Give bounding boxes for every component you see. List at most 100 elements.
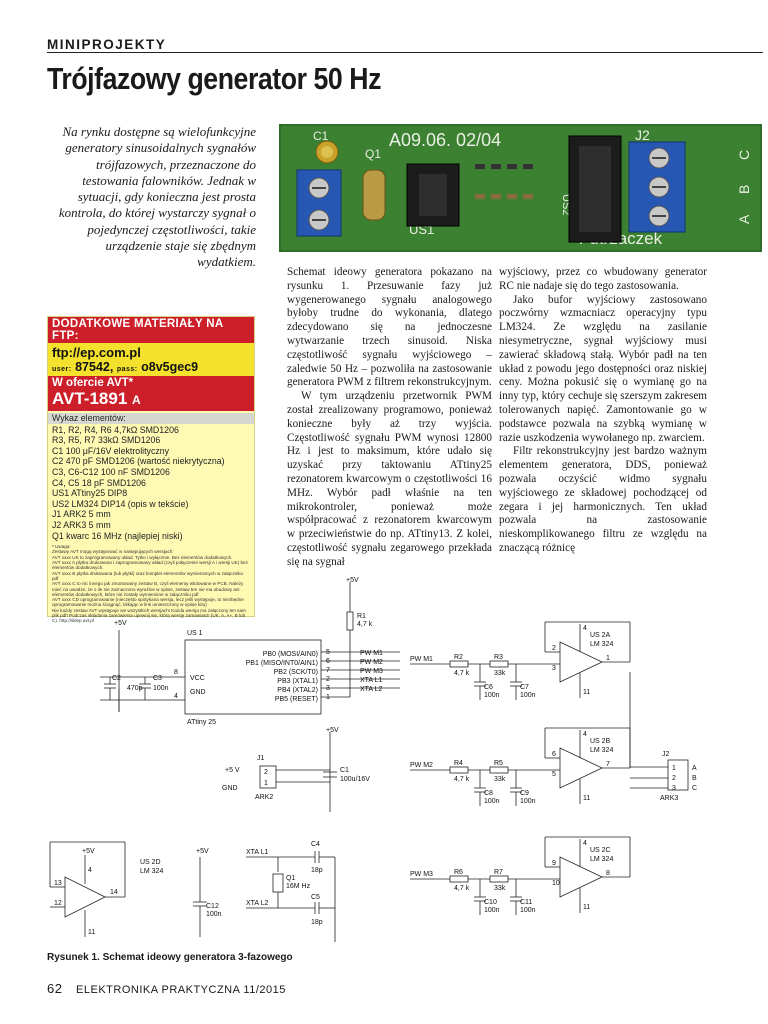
body-paragraph: Schemat ideowy generatora pokazano na ry… [287,266,492,389]
us1-pin-label: PB3 (XTAL1) [277,678,318,685]
parts-row: C1 100 μF/16V elektrolityczny [52,445,170,456]
us2d-pin-g: 11 [88,929,95,936]
net-label: PW M1 [360,650,383,657]
stage-c-b-value: 100n [520,907,536,914]
note-row: Nie każdy zestaw AVT występuje we wszyst… [52,607,246,624]
c1-supply: +5V [326,727,339,734]
stage-pin-p: 5 [552,771,556,778]
avt-notes: * Uwaga:Zestawy AVT mogą występować w na… [48,543,254,624]
us1-pin-label: PB1 (MISO/INT0/AIN1) [246,660,318,667]
note-row: AVT xxxx UK to zaprogramowany układ. Tyl… [52,554,233,560]
avt-label: W ofercie AVT* [52,377,134,389]
body-paragraph: wyjściowy, przez co wbudowany generator … [499,266,707,292]
ftp-link[interactable]: ftp://ep.com.pl [52,345,141,360]
stage-pin-n: 2 [552,645,556,652]
materials-box: DODATKOWE MATERIAŁY NA FTP: ftp://ep.com… [47,316,255,623]
body-paragraph: W tym urządzeniu przetwornik PWM został … [287,390,492,568]
us1-pin-number: 1 [326,694,330,701]
stage-name: US 2A [590,632,611,639]
j2-label: J2 [662,751,670,758]
body-column-1: Schemat ideowy generatora pokazano na ry… [287,266,492,570]
net-label: XTA L2 [360,686,383,693]
stage-r-a: R2 [454,654,463,661]
parts-row: US1 ATtiny25 DIP8 [52,488,128,499]
header-rule [47,52,763,53]
stage-input-label: PW M3 [410,871,433,878]
ftp-pass: o8v5gec9 [141,360,199,374]
stage-pin-g: 11 [583,904,590,911]
stage-c-b-value: 100n [520,798,536,805]
stage-pin-o: 7 [606,761,610,768]
stage-part: LM 324 [590,856,613,863]
j2-pin2: 2 [672,775,676,782]
materials-header: DODATKOWE MATERIAŁY NA FTP: [48,317,254,343]
us2d-part: LM 324 [140,868,163,875]
us1-gnd-pin: 4 [174,693,178,700]
resistor-a [449,766,469,774]
us1-name: US 1 [187,630,203,637]
resistor-a [449,875,469,883]
supply-label: +5V [114,620,127,627]
avt-offer: W ofercie AVT* AVT-1891 A [48,376,254,411]
us1-pin-number: 3 [326,685,330,692]
resistor-b [489,875,509,883]
us2d-supply: +5V [82,848,95,855]
c12-supply: +5V [196,848,209,855]
parts-row: R1, R2, R4, R6 4,7kΩ SMD1206 [52,424,179,435]
label-c: C [736,150,752,160]
us2d-name: US 2D [140,859,161,866]
plus5v-label: +5 V [225,767,240,774]
lead-paragraph: Na rynku dostępne są wielofunkcyjne gene… [58,124,256,270]
stage-r-b-value: 33k [494,885,506,892]
us1-pin-label: PB4 (XTAL2) [277,687,318,694]
stage-c-a: C6 [484,684,493,691]
stage-r-a: R6 [454,869,463,876]
stage-r-b: R7 [494,869,503,876]
c1-value: 100u/16V [340,776,370,783]
note-row: AVT xxxx B płytka drukowana (lub płytki)… [52,570,244,581]
us2d-pin-n: 13 [54,880,62,887]
c1-label: C1 [340,767,349,774]
stage-pin-v: 4 [583,840,587,847]
c5-value: 18p [311,919,323,926]
us1-gnd: GND [190,689,206,696]
c3-label: C3 [153,675,162,682]
us2d-pin-p: 12 [54,900,62,907]
page-number: 62 [47,981,63,996]
label-a: A [736,214,752,224]
label-b: B [736,185,752,194]
stage-pin-v: 4 [583,731,587,738]
stage-c-b: C11 [520,899,532,906]
figure-caption: Rysunek 1. Schemat ideowy generatora 3-f… [47,952,293,963]
net-label: PW M2 [360,659,383,666]
note-row: Zestawy AVT mogą występować w następując… [52,549,174,555]
stage-r-b-value: 33k [494,776,506,783]
resistor-b [489,766,509,774]
parts-row: Q1 kwarc 16 MHz (najlepiej niski) [52,530,183,541]
j1-part: ARK2 [255,794,273,801]
parts-row: C2 470 pF SMD1206 (wartość niekrytyczna) [52,456,225,467]
j2-c: C [692,785,697,792]
stage-c-a-value: 100n [484,907,500,914]
us1-pin-label: PB2 (SCK/T0) [274,669,318,676]
q1-value: 16M Hz [286,883,311,890]
net-label: PW M3 [360,668,383,675]
stage-r-a-value: 4,7 k [454,885,470,892]
label-j2: J2 [635,127,650,143]
us1-pin-number: 5 [326,649,330,656]
us1-pin-number: 6 [326,658,330,665]
us1-pin-number: 2 [326,676,330,683]
c5-label: C5 [311,894,320,901]
stage-c-a: C10 [484,899,497,906]
stage-c-a-value: 100n [484,692,500,699]
schematic-diagram: +5V US 1 ATtiny 25 VCC GND 8 4 PB0 (MOSI… [49,577,697,942]
stage-r-b: R5 [494,760,503,767]
us2d-pin-o: 14 [110,889,118,896]
parts-row: C3, C6-C12 100 nF SMD1206 [52,466,170,477]
article-title: Trójfazowy generator 50 Hz [47,61,382,96]
gnd-label: GND [222,785,238,792]
stage-c-b: C9 [520,790,529,797]
c2-label: C2 [112,675,121,682]
stage-c-a-value: 100n [484,798,500,805]
stage-pin-p: 10 [552,880,560,887]
